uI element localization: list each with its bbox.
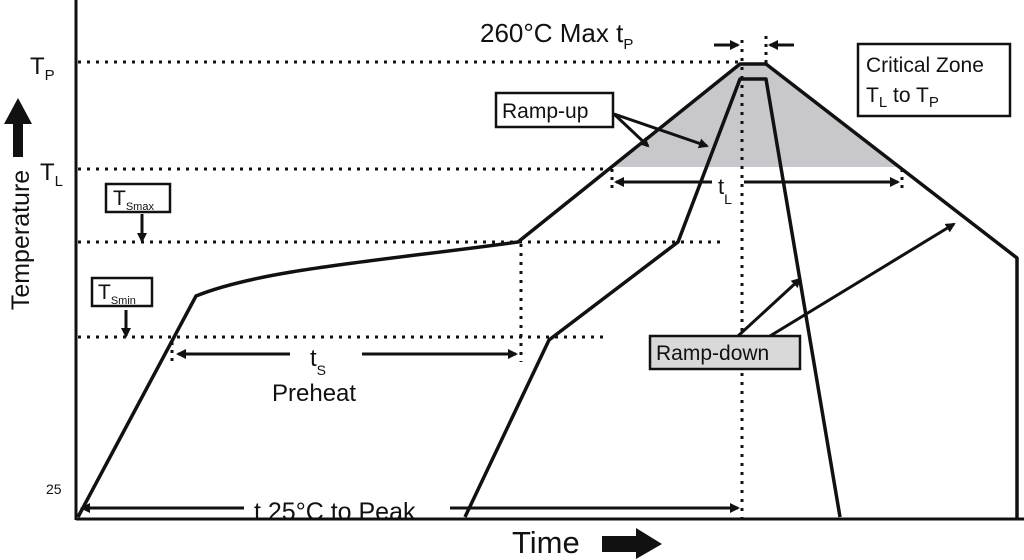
critical-zone-range: TL to TP — [866, 84, 939, 111]
ramp-up-arrow-2 — [613, 112, 709, 149]
tsmax-label-box — [104, 182, 172, 214]
ramp-down-box — [648, 334, 802, 371]
ramp-down-label: Ramp-down — [656, 342, 769, 365]
tl-span-label: tL — [718, 174, 732, 207]
y-axis-arrow-icon — [4, 98, 32, 157]
ramp-down-arrow-2 — [769, 222, 956, 338]
tsmax-label: TSmax — [113, 187, 154, 213]
y-axis-label: Temperature — [7, 170, 35, 310]
ramp-up-box — [494, 91, 615, 129]
critical-zone-fill — [612, 64, 898, 167]
outer-profile-curve — [76, 62, 1019, 519]
critical-zone-title: Critical Zone — [866, 54, 984, 77]
y-origin-label: 25 — [46, 481, 62, 497]
t25-to-peak-label: t 25°C to Peak — [254, 498, 416, 526]
inner-profile-curve — [463, 77, 842, 518]
ramp-down-arrow-1 — [736, 277, 802, 338]
tsmin-label-box — [90, 276, 154, 308]
tp-level-label: TP — [30, 53, 55, 84]
x-axis-arrow-icon — [602, 528, 662, 559]
x-axis-label: Time — [512, 525, 580, 560]
ramp-up-arrow-1 — [612, 112, 650, 148]
preheat-label: Preheat — [272, 380, 356, 407]
ramp-up-label: Ramp-up — [502, 100, 588, 123]
ts-span-label: tS — [310, 345, 326, 378]
tsmin-label: TSmin — [98, 281, 136, 307]
max-tp-label: 260°C Max tP — [480, 18, 633, 53]
critical-zone-box — [856, 42, 1012, 118]
tl-level-label: TL — [40, 159, 63, 190]
